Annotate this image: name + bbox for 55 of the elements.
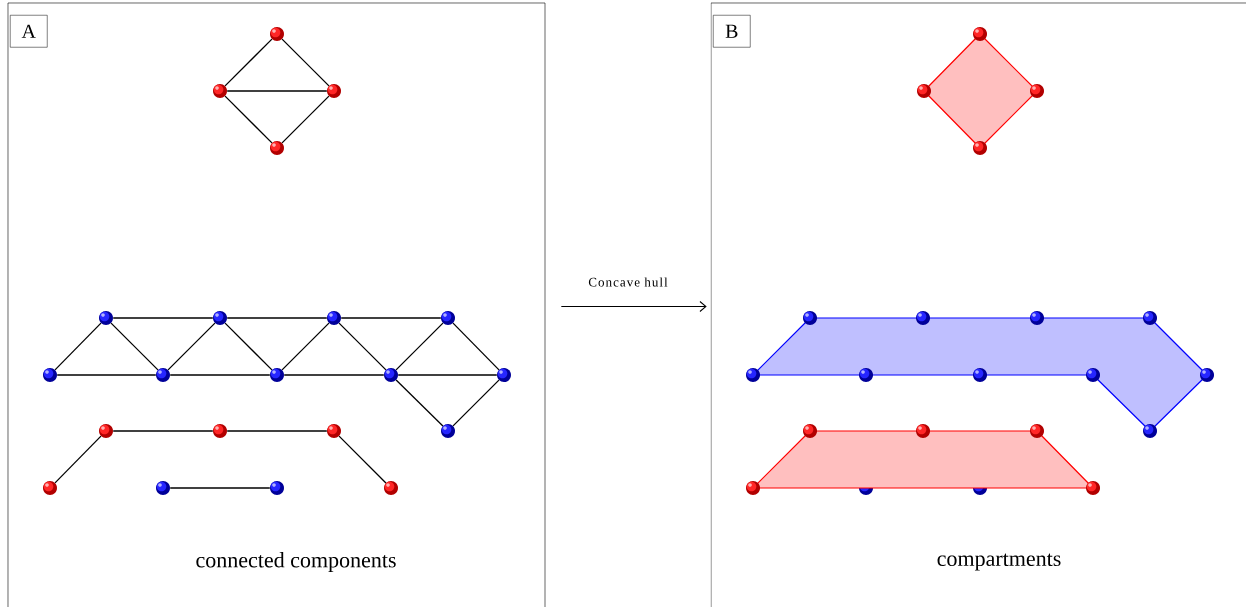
sphere: [270, 481, 284, 495]
graph-edge: [281, 322, 330, 371]
compartments-drawing: [746, 27, 1214, 495]
graph-edge: [54, 322, 102, 371]
graph-edge: [338, 322, 387, 371]
graph-edge: [452, 322, 500, 371]
graph-edge: [397, 374, 498, 376]
graph-edge: [338, 435, 387, 484]
graph-edge: [224, 322, 273, 371]
graph-edge: [226, 430, 328, 432]
sphere: [213, 311, 227, 325]
panel-label: B: [713, 15, 751, 48]
graph-edge: [167, 322, 216, 371]
sphere: [270, 368, 284, 382]
sphere: [327, 84, 341, 98]
graph-edge: [226, 90, 328, 92]
graph-edge: [169, 374, 271, 376]
graph-edge: [283, 374, 385, 376]
graph-edge: [395, 379, 444, 427]
sphere: [497, 368, 511, 382]
graph-edge: [395, 322, 444, 371]
sphere: [384, 481, 398, 495]
sphere: [156, 481, 170, 495]
graph-edge: [226, 317, 328, 319]
graph-edge: [112, 317, 214, 319]
graph-edge: [224, 38, 273, 87]
panel-title: connected components: [196, 552, 396, 572]
edge-label: Concave hull: [587, 276, 669, 288]
graph-edge: [169, 487, 271, 489]
graph-edge: [54, 435, 102, 484]
panel-title: compartments: [937, 553, 1061, 571]
graph-edge: [224, 95, 273, 144]
graph-edge: [112, 430, 214, 432]
graph-edge: [281, 95, 330, 144]
panel-label: A: [10, 15, 48, 48]
sphere: [99, 311, 113, 325]
sphere: [270, 141, 284, 155]
sphere: [213, 424, 227, 438]
sphere: [441, 311, 455, 325]
sphere: [327, 311, 341, 325]
sphere: [270, 27, 284, 41]
graph-edge: [340, 317, 442, 319]
graph-edge: [56, 374, 157, 376]
graph-edge: [281, 38, 330, 87]
arrow: [560, 301, 707, 312]
sphere: [43, 481, 57, 495]
sphere: [99, 424, 113, 438]
sphere: [43, 368, 57, 382]
sphere: [213, 84, 227, 98]
sphere: [156, 368, 170, 382]
sphere: [327, 424, 341, 438]
sphere: [441, 424, 455, 438]
graph-edge: [110, 322, 159, 371]
sphere: [384, 368, 398, 382]
graph-edge: [452, 379, 500, 427]
